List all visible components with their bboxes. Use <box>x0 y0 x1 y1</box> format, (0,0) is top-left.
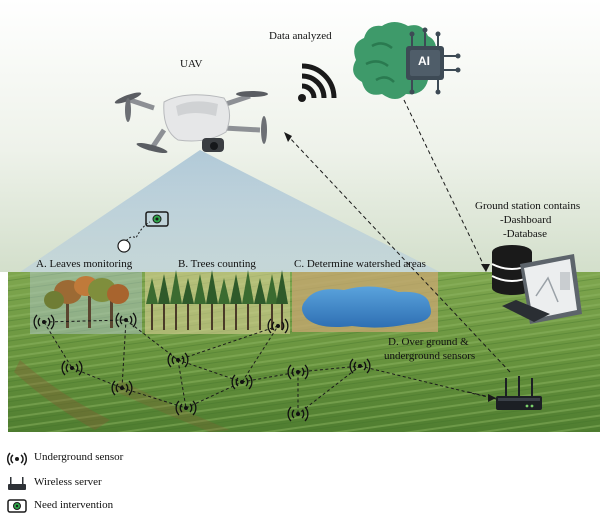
ai-chip-label: AI <box>418 54 430 68</box>
area-d-label-line2: underground sensors <box>384 350 476 362</box>
area-c-label: C. Determine watershed areas <box>294 258 426 270</box>
underground-sensor-icon <box>6 452 28 466</box>
wireless-server-icon <box>8 477 26 490</box>
legend-label-need-intervention: Need intervention <box>34 499 114 511</box>
water-body <box>302 286 432 328</box>
tree <box>266 274 278 330</box>
tree <box>206 270 218 330</box>
wireless-server-router <box>496 376 542 410</box>
legend: Underground sensor Wireless server Need … <box>0 432 600 514</box>
tree <box>242 270 254 330</box>
underground-sensors <box>33 312 371 422</box>
data-analyzed-label: Data analyzed <box>269 30 332 42</box>
tree <box>230 274 242 330</box>
uav-drone <box>114 91 268 154</box>
wireless-signal-icon <box>298 63 337 102</box>
ai-brain-icon <box>353 22 461 99</box>
tree-row <box>146 270 288 330</box>
legend-label-wireless-server: Wireless server <box>34 476 102 488</box>
underground-sensor-icon <box>287 364 309 380</box>
underground-sensor-icon <box>167 352 189 368</box>
tree <box>276 270 288 330</box>
uav-label: UAV <box>180 58 203 70</box>
underground-sensor-icon <box>267 318 289 334</box>
need-intervention-marker <box>117 211 169 253</box>
underground-sensor-icon <box>111 380 133 396</box>
dashboard-tablet-icon <box>502 254 582 324</box>
underground-sensor-icon <box>349 358 371 374</box>
arrow-brain-to-station <box>403 99 487 271</box>
area-a-label: A. Leaves monitoring <box>36 258 133 270</box>
tree <box>158 274 170 330</box>
need-intervention-icon <box>7 499 27 513</box>
ground-station-dashboard: -Dashboard <box>500 214 552 226</box>
underground-sensor-icon <box>115 312 137 328</box>
area-c-watershed <box>292 272 438 332</box>
ground-station-database: -Database <box>503 228 547 240</box>
underground-sensor-icon <box>61 360 83 376</box>
underground-sensor-icon <box>175 400 197 416</box>
area-b-label: B. Trees counting <box>178 258 256 270</box>
database-icon <box>491 245 533 295</box>
area-d-label-line1: D. Over ground & <box>388 336 469 348</box>
arrowheads <box>284 132 496 402</box>
underground-sensor-icon <box>33 314 55 330</box>
underground-sensor-icon <box>231 374 253 390</box>
underground-sensor-icon <box>287 406 309 422</box>
arrow-router-to-uav <box>287 135 511 373</box>
area-a-leaves-monitoring <box>30 272 142 334</box>
tree <box>254 278 266 330</box>
tree <box>170 270 182 330</box>
tree <box>218 278 230 330</box>
tree <box>182 278 194 330</box>
ground-station-icon <box>491 245 582 324</box>
tree <box>194 274 206 330</box>
legend-label-underground-sensor: Underground sensor <box>34 451 124 463</box>
tree <box>146 278 158 330</box>
ground-station-title: Ground station contains <box>475 200 581 212</box>
